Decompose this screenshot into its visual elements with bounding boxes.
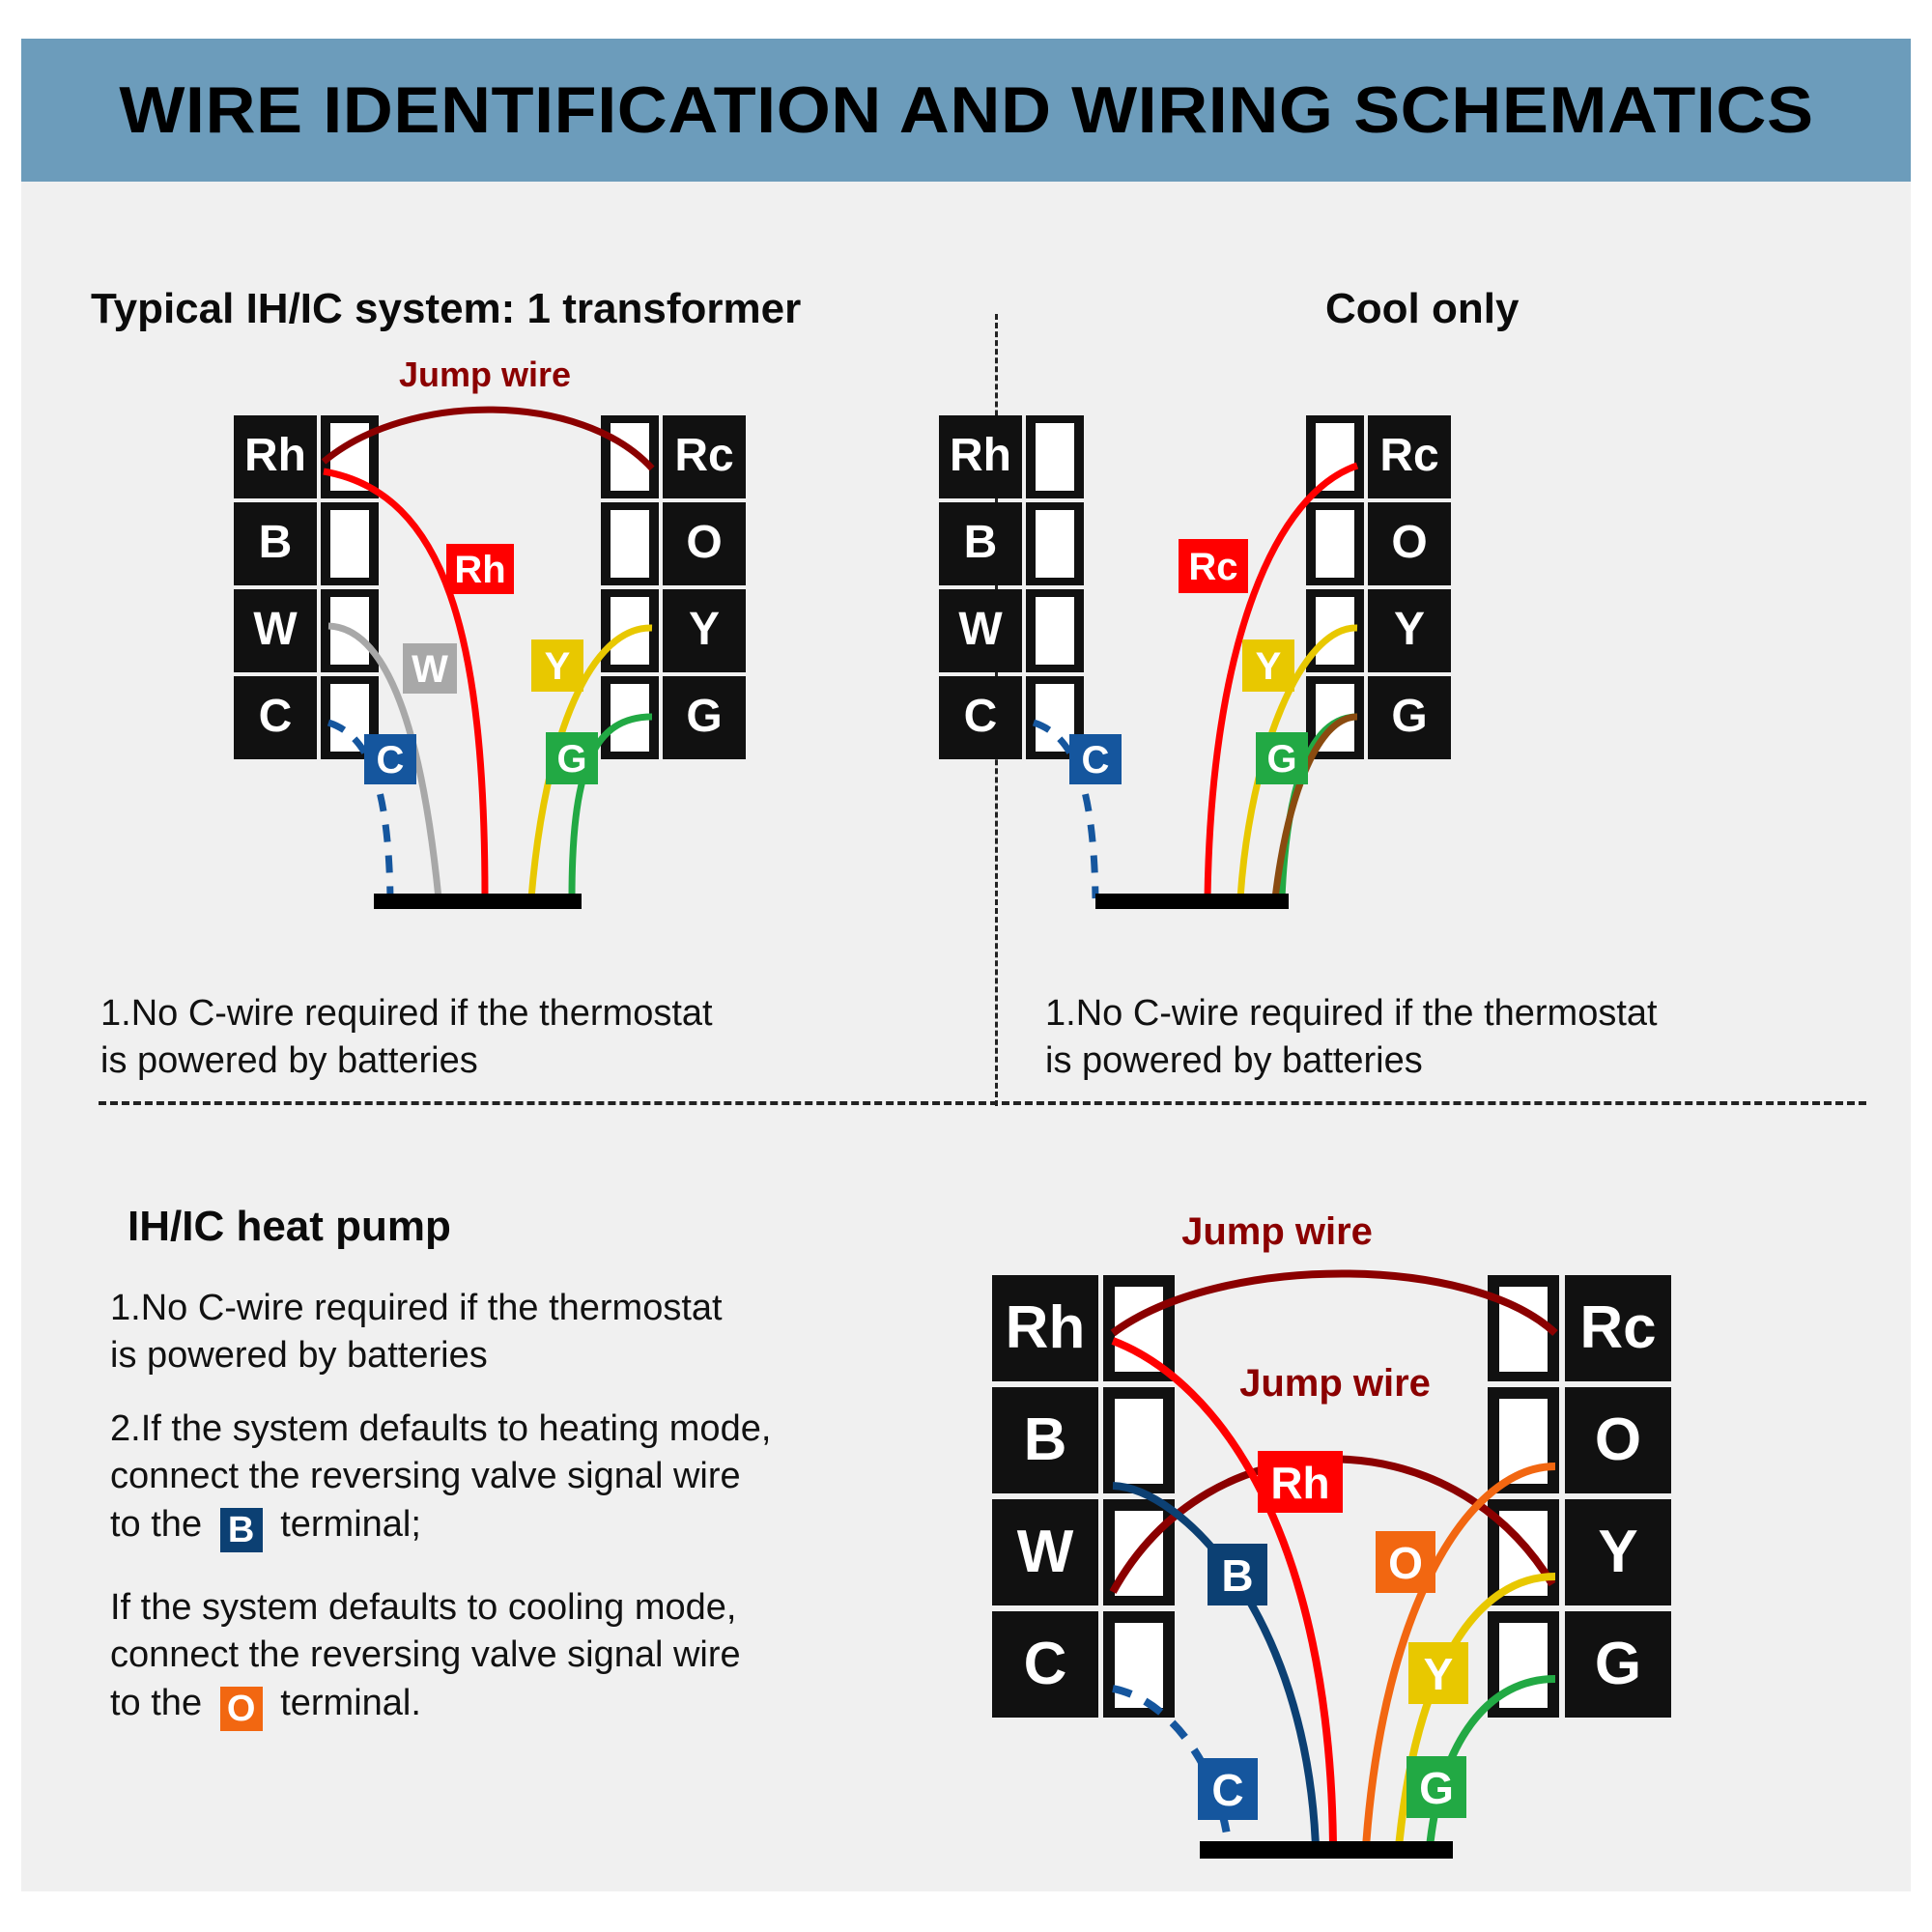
note-3-post: terminal. (280, 1682, 421, 1723)
terminal-label-o: O (686, 517, 722, 568)
wire-chip-rh: Rh (1258, 1451, 1343, 1513)
wire-chip-c: C (1198, 1758, 1258, 1820)
terminal-label-g: G (686, 691, 722, 742)
ground-bar (374, 894, 582, 909)
svg-text:Rh: Rh (1270, 1458, 1329, 1508)
terminal-label-g: G (1595, 1631, 1641, 1697)
note-heat-pump-1: 1.No C-wire required if the thermostat i… (110, 1288, 723, 1376)
ground-bar (1200, 1841, 1453, 1859)
terminal-label-rc: Rc (674, 430, 733, 481)
chip-o-terminal: O (219, 1686, 263, 1731)
note-heat-pump-3: If the system defaults to cooling mode, … (110, 1584, 912, 1731)
panel-title-heat-pump: IH/IC heat pump (128, 1203, 451, 1250)
svg-text:W: W (412, 648, 448, 691)
terminal-label-rh: Rh (950, 430, 1011, 481)
jumper-rh-rc (321, 406, 655, 471)
note-2-line-b: connect the reversing valve signal wire (110, 1456, 741, 1497)
wire-chip-rh: Rh (446, 544, 514, 594)
svg-text:C: C (1082, 739, 1110, 781)
terminal-label-c: C (1024, 1631, 1067, 1697)
svg-text:Y: Y (545, 645, 571, 688)
jump-wire-label-2: Jump wire (1239, 1362, 1431, 1405)
terminal-label-w: W (1017, 1519, 1074, 1585)
note-3-pre: to the (110, 1682, 203, 1723)
wire-chip-g: G (1406, 1756, 1466, 1818)
svg-text:B: B (1221, 1550, 1253, 1601)
terminal-label-rh: Rh (1006, 1294, 1086, 1361)
terminal-label-rh: Rh (244, 430, 306, 481)
jumper-rh-rc (1110, 1269, 1558, 1337)
ground-bar (1095, 894, 1289, 909)
diagram-cool-only: Rh B W C (871, 348, 1548, 966)
terminal-label-g: G (1391, 691, 1427, 742)
panel-title-typical-ihic: Typical IH/IC system: 1 transformer (91, 285, 802, 332)
diagram-typical-ihic: Jump wire Rh B (166, 348, 842, 966)
jump-wire-label: Jump wire (399, 355, 571, 394)
right-terminal-column: Rc O Y G (1488, 1275, 1671, 1718)
terminal-label-o: O (1595, 1406, 1641, 1473)
note-heat-pump-2: 2.If the system defaults to heating mode… (110, 1406, 912, 1552)
diagram-sheet: WIRE IDENTIFICATION AND WIRING SCHEMATIC… (21, 39, 1911, 1891)
svg-text:Y: Y (1256, 645, 1282, 688)
note-2-line-c: to the B terminal; (110, 1501, 912, 1552)
svg-text:Y: Y (1424, 1649, 1454, 1699)
terminal-label-rc: Rc (1579, 1294, 1656, 1361)
page-title: WIRE IDENTIFICATION AND WIRING SCHEMATIC… (118, 73, 1814, 147)
terminal-label-w: W (253, 604, 298, 655)
terminal-label-c: C (259, 691, 293, 742)
horizontal-divider (99, 1101, 1866, 1105)
terminal-label-y: Y (689, 604, 720, 655)
wire-rh (323, 468, 489, 899)
diagram-heat-pump: Jump wire Jump wire Rh B (929, 1198, 1721, 1913)
terminal-label-b: B (964, 517, 998, 568)
wire-chip-y: Y (531, 639, 583, 692)
page-banner: WIRE IDENTIFICATION AND WIRING SCHEMATIC… (21, 39, 1911, 182)
jump-wire-label-1: Jump wire (1181, 1210, 1373, 1253)
terminal-label-b: B (259, 517, 293, 568)
wire-chip-c: C (364, 734, 416, 784)
wire-chip-o: O (1376, 1531, 1435, 1593)
wire-chip-g: G (546, 732, 598, 784)
svg-text:G: G (1266, 738, 1296, 781)
svg-text:Rc: Rc (1188, 546, 1237, 588)
left-terminal-column: Rh B W C (234, 415, 379, 759)
note-3-line-b: connect the reversing valve signal wire (110, 1634, 741, 1676)
svg-text:Rh: Rh (454, 549, 505, 591)
wire-chip-c: C (1069, 734, 1122, 784)
left-terminal-column: Rh B W C (939, 415, 1084, 759)
wire-chip-rc: Rc (1179, 539, 1248, 593)
note-typical-ihic: 1.No C-wire required if the thermostat i… (100, 993, 713, 1081)
note-2-post: terminal; (280, 1503, 421, 1545)
terminal-label-b: B (1024, 1406, 1067, 1473)
svg-text:C: C (377, 739, 405, 781)
wire-chip-y: Y (1242, 639, 1294, 692)
svg-text:C: C (1211, 1765, 1243, 1815)
svg-text:G: G (556, 738, 586, 781)
wire-y (1236, 624, 1358, 899)
terminal-label-w: W (958, 604, 1003, 655)
wire-chip-b: B (1208, 1544, 1267, 1605)
note-3-line-c: to the O terminal. (110, 1680, 912, 1731)
right-terminal-column: Rc O Y G (601, 415, 746, 759)
terminal-label-y: Y (1598, 1519, 1637, 1585)
terminal-label-c: C (964, 691, 998, 742)
note-3-line-a: If the system defaults to cooling mode, (110, 1587, 737, 1628)
chip-b-terminal: B (219, 1507, 263, 1552)
wire-chip-y: Y (1408, 1642, 1468, 1704)
terminal-label-o: O (1391, 517, 1427, 568)
svg-text:G: G (1419, 1763, 1454, 1813)
note-cool-only: 1.No C-wire required if the thermostat i… (1045, 993, 1658, 1081)
note-2-line-a: 2.If the system defaults to heating mode… (110, 1408, 772, 1449)
wire-w (327, 622, 442, 899)
svg-text:O: O (1388, 1538, 1423, 1588)
wire-chip-g: G (1256, 732, 1308, 784)
wire-chip-w: W (403, 643, 457, 694)
terminal-label-rc: Rc (1379, 430, 1438, 481)
wire-rc (1204, 462, 1359, 899)
terminal-label-y: Y (1394, 604, 1425, 655)
right-terminal-column: Rc O Y G (1306, 415, 1451, 759)
wire-y (527, 624, 653, 899)
note-2-pre: to the (110, 1503, 203, 1545)
panel-title-cool-only: Cool only (1325, 285, 1520, 332)
